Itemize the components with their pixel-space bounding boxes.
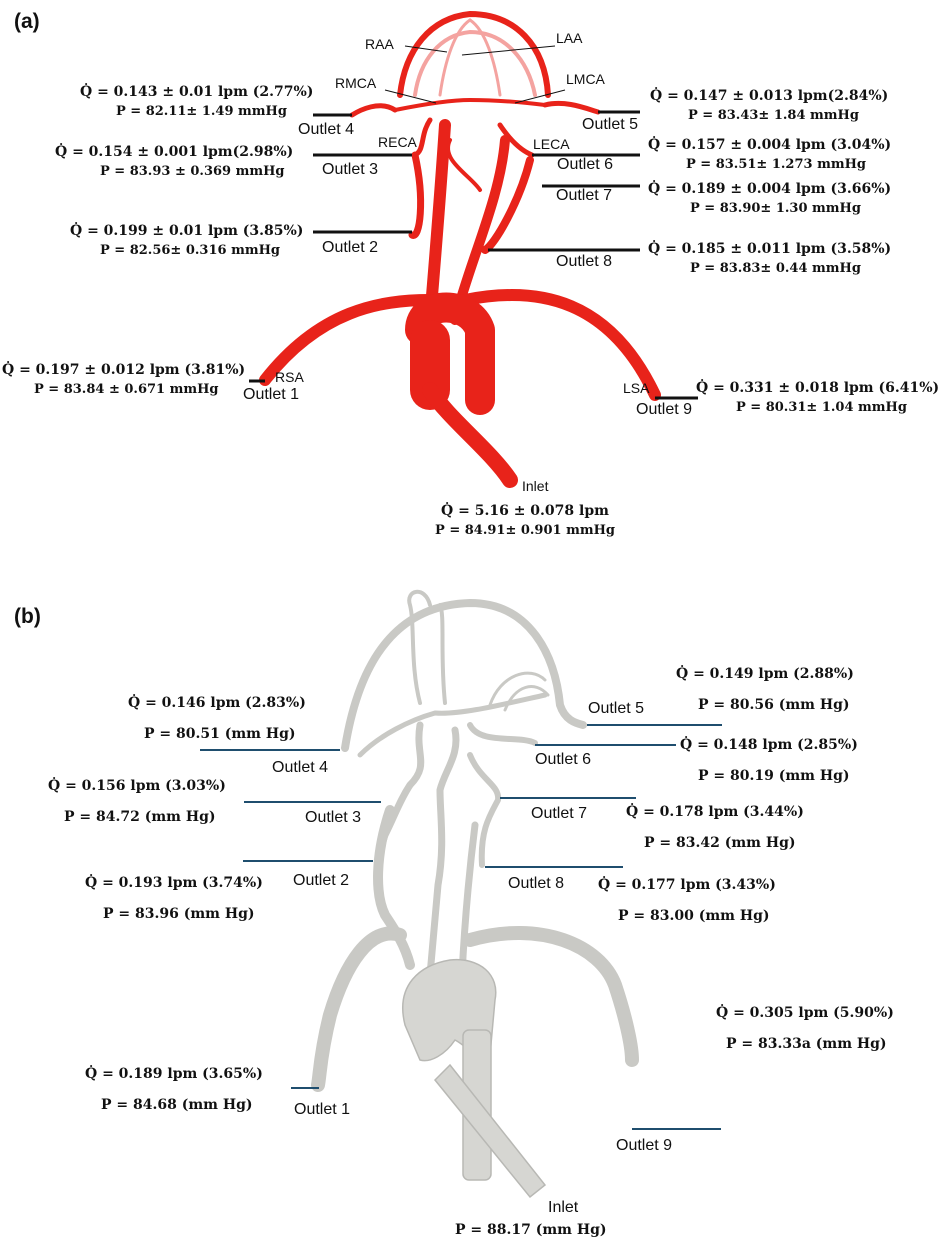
outlet-8-pressure: P = 83.83± 0.44 mmHg — [690, 261, 861, 276]
outlet-1-values: Q̇ = 0.197 ± 0.012 lpm (3.81%) P = 83.84… — [2, 360, 245, 400]
outlet-4-label: Outlet 4 — [298, 121, 355, 138]
outlet-9-pressure-b: P = 83.33a (mm Hg) — [726, 1036, 887, 1052]
outlet-3-flow-b: Q̇ = 0.156 lpm (3.03%) — [48, 778, 226, 794]
outlet-1-flow-b: Q̇ = 0.189 lpm (3.65%) — [85, 1066, 263, 1082]
outlet-3-flow: Q̇ = 0.154 ± 0.001 lpm(2.98%) — [55, 144, 294, 160]
outlet-9-pressure: P = 80.31± 1.04 mmHg — [736, 400, 907, 415]
vessel-model-red — [249, 11, 698, 488]
outlet-1-label: Outlet 1 — [243, 386, 300, 403]
outlet-1-pressure: P = 83.84 ± 0.671 mmHg — [34, 382, 219, 397]
vessel-label-raa: RAA — [365, 36, 394, 52]
outlet-5-pressure: P = 83.43± 1.84 mmHg — [688, 108, 859, 123]
outlet-3-values: Q̇ = 0.154 ± 0.001 lpm(2.98%) P = 83.93 … — [55, 142, 293, 182]
outlet-7-flow: Q̇ = 0.189 ± 0.004 lpm (3.66%) — [648, 181, 892, 197]
outlet-3-pressure-b: P = 84.72 (mm Hg) — [64, 809, 216, 825]
inlet-pressure-b: P = 88.17 (mm Hg) — [455, 1222, 607, 1238]
outlet-7-pressure-b: P = 83.42 (mm Hg) — [644, 835, 796, 851]
outlet-4-pressure: P = 82.11± 1.49 mmHg — [116, 104, 287, 119]
outlet-9-values: Q̇ = 0.331 ± 0.018 lpm (6.41%) P = 80.31… — [696, 378, 939, 418]
outlet-3-label-b: Outlet 3 — [305, 809, 362, 826]
outlet-6-pressure-b: P = 80.19 (mm Hg) — [698, 768, 850, 784]
outlet-1-pressure-b: P = 84.68 (mm Hg) — [101, 1097, 253, 1113]
inlet-values-b: P = 88.17 (mm Hg) — [455, 1215, 606, 1246]
outlet-5-values-b: Q̇ = 0.149 lpm (2.88%) P = 80.56 (mm Hg) — [676, 659, 854, 721]
outlet-5-label: Outlet 5 — [582, 116, 639, 133]
panel-a: (a) — [0, 0, 945, 560]
outlet-8-values-b: Q̇ = 0.177 lpm (3.43%) P = 83.00 (mm Hg) — [598, 870, 776, 932]
outlet-6-label: Outlet 6 — [557, 156, 614, 173]
outlet-3-pressure: P = 83.93 ± 0.369 mmHg — [100, 164, 285, 179]
outlet-5-label-b: Outlet 5 — [588, 700, 645, 717]
outlet-6-flow-b: Q̇ = 0.148 lpm (2.85%) — [680, 737, 858, 753]
outlet-8-flow-b: Q̇ = 0.177 lpm (3.43%) — [598, 877, 776, 893]
vessel-label-lmca: LMCA — [566, 71, 605, 87]
outlet-5-flow: Q̇ = 0.147 ± 0.013 lpm(2.84%) — [650, 88, 889, 104]
inlet-values: Q̇ = 5.16 ± 0.078 lpm P = 84.91± 0.901 m… — [425, 501, 625, 541]
outlet-2-label-b: Outlet 2 — [293, 872, 350, 889]
outlet-1-flow: Q̇ = 0.197 ± 0.012 lpm (3.81%) — [2, 362, 246, 378]
outlet-2-label: Outlet 2 — [322, 239, 379, 256]
outlet-4-flow: Q̇ = 0.143 ± 0.01 lpm (2.77%) — [80, 84, 314, 100]
outlet-1-values-b: Q̇ = 0.189 lpm (3.65%) P = 84.68 (mm Hg) — [85, 1059, 263, 1121]
outlet-9-flow: Q̇ = 0.331 ± 0.018 lpm (6.41%) — [696, 380, 940, 396]
outlet-4-flow-b: Q̇ = 0.146 lpm (2.83%) — [128, 695, 306, 711]
outlet-5-pressure-b: P = 80.56 (mm Hg) — [698, 697, 850, 713]
outlet-8-label-b: Outlet 8 — [508, 875, 565, 892]
outlet-8-flow: Q̇ = 0.185 ± 0.011 lpm (3.58%) — [648, 241, 892, 257]
panel-a-label: (a) — [14, 10, 40, 33]
outlet-6-values-b: Q̇ = 0.148 lpm (2.85%) P = 80.19 (mm Hg) — [680, 730, 858, 792]
outlet-2-flow-b: Q̇ = 0.193 lpm (3.74%) — [85, 875, 263, 891]
outlet-9-label: Outlet 9 — [636, 401, 693, 418]
vessel-label-rmca: RMCA — [335, 75, 377, 91]
outlet-4-values: Q̇ = 0.143 ± 0.01 lpm (2.77%) P = 82.11±… — [80, 82, 313, 122]
outlet-4-values-b: Q̇ = 0.146 lpm (2.83%) P = 80.51 (mm Hg) — [128, 688, 306, 750]
outlet-7-values-b: Q̇ = 0.178 lpm (3.44%) P = 83.42 (mm Hg) — [626, 797, 804, 859]
outlet-1-label-b: Outlet 1 — [294, 1101, 351, 1118]
outlet-9-label-b: Outlet 9 — [616, 1137, 673, 1154]
vessel-label-leca: LECA — [533, 136, 570, 152]
outlet-7-values: Q̇ = 0.189 ± 0.004 lpm (3.66%) P = 83.90… — [648, 179, 891, 219]
outlet-3-values-b: Q̇ = 0.156 lpm (3.03%) P = 84.72 (mm Hg) — [48, 771, 226, 833]
vessel-model-grey — [200, 589, 722, 1199]
outlet-8-values: Q̇ = 0.185 ± 0.011 lpm (3.58%) P = 83.83… — [648, 239, 891, 279]
outlet-8-label: Outlet 8 — [556, 253, 613, 270]
outlet-4-label-b: Outlet 4 — [272, 759, 329, 776]
outlet-5-values: Q̇ = 0.147 ± 0.013 lpm(2.84%) P = 83.43±… — [650, 86, 888, 126]
outlet-2-values-b: Q̇ = 0.193 lpm (3.74%) P = 83.96 (mm Hg) — [85, 868, 263, 930]
outlet-9-values-b: Q̇ = 0.305 lpm (5.90%) P = 83.33a (mm Hg… — [716, 998, 894, 1060]
vessel-label-inlet: Inlet — [522, 478, 549, 494]
inlet-pressure: P = 84.91± 0.901 mmHg — [435, 523, 615, 538]
outlet-6-values: Q̇ = 0.157 ± 0.004 lpm (3.04%) P = 83.51… — [648, 135, 891, 175]
outlet-7-label-b: Outlet 7 — [531, 805, 588, 822]
outlet-2-values: Q̇ = 0.199 ± 0.01 lpm (3.85%) P = 82.56±… — [70, 221, 303, 261]
inlet-label-b: Inlet — [548, 1199, 579, 1216]
outlet-3-label: Outlet 3 — [322, 161, 379, 178]
outlet-7-label: Outlet 7 — [556, 187, 613, 204]
outlet-2-pressure: P = 82.56± 0.316 mmHg — [100, 243, 280, 258]
vessel-label-reca: RECA — [378, 134, 417, 150]
outlet-8-pressure-b: P = 83.00 (mm Hg) — [618, 908, 770, 924]
outlet-6-pressure: P = 83.51± 1.273 mmHg — [686, 157, 866, 172]
outlet-6-label-b: Outlet 6 — [535, 751, 592, 768]
outlet-2-pressure-b: P = 83.96 (mm Hg) — [103, 906, 255, 922]
vessel-label-rsa: RSA — [275, 369, 304, 385]
panel-b: (b) — [0, 585, 945, 1243]
outlet-5-flow-b: Q̇ = 0.149 lpm (2.88%) — [676, 666, 854, 682]
vessel-label-laa: LAA — [556, 30, 583, 46]
vessel-label-lsa: LSA — [623, 380, 650, 396]
outlet-9-flow-b: Q̇ = 0.305 lpm (5.90%) — [716, 1005, 894, 1021]
outlet-6-flow: Q̇ = 0.157 ± 0.004 lpm (3.04%) — [648, 137, 892, 153]
outlet-2-flow: Q̇ = 0.199 ± 0.01 lpm (3.85%) — [70, 223, 304, 239]
panel-b-label: (b) — [14, 605, 41, 628]
outlet-4-pressure-b: P = 80.51 (mm Hg) — [144, 726, 296, 742]
outlet-7-flow-b: Q̇ = 0.178 lpm (3.44%) — [626, 804, 804, 820]
outlet-7-pressure: P = 83.90± 1.30 mmHg — [690, 201, 861, 216]
inlet-flow: Q̇ = 5.16 ± 0.078 lpm — [441, 503, 609, 519]
